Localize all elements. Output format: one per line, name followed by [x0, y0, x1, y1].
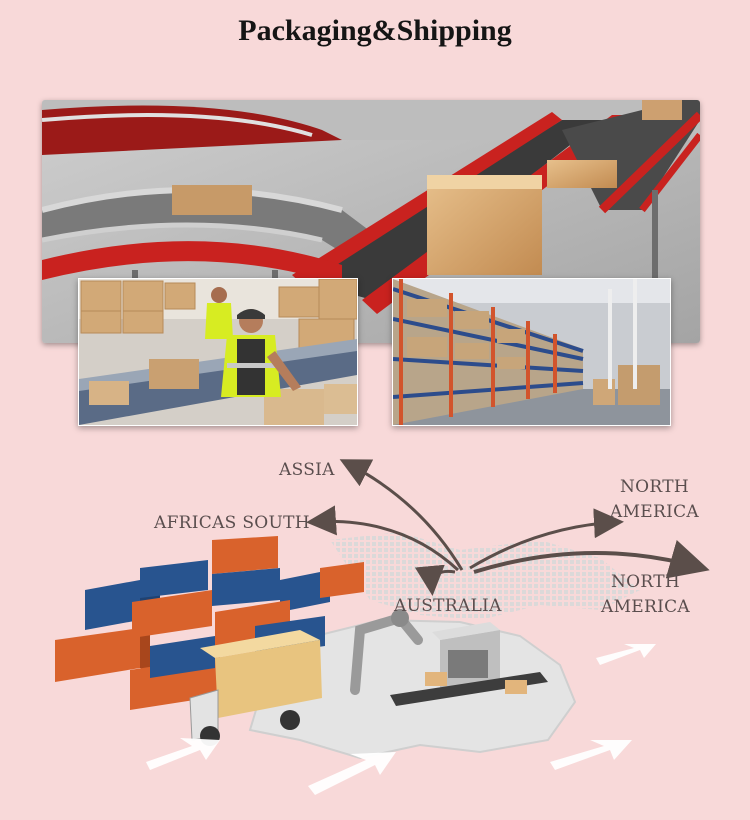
page-title: Packaging&Shipping: [238, 14, 512, 47]
region-label-line: NORTH: [611, 572, 680, 592]
worker-photo: [78, 278, 358, 426]
region-label-line: NORTH: [620, 477, 689, 497]
direction-arrows: [146, 644, 656, 795]
region-label-assia: ASSIA: [279, 460, 335, 480]
region-label-australia: AUSTRALIA: [394, 596, 502, 616]
region-label-line: AMERICA: [610, 502, 699, 522]
shipping-illustration: ASSIA AFRICAS SOUTH NORTH AMERICA NORTH …: [0, 440, 750, 820]
robot-arm: [350, 612, 423, 695]
region-label-north-america-2: NORTH AMERICA: [601, 570, 690, 620]
warehouse-shelves-photo: [392, 278, 671, 426]
route-arrow-north-america-1: [469, 508, 624, 570]
shipping-containers: [55, 536, 364, 710]
route-arrow-north-america-2: [473, 539, 710, 579]
route-arrow-australia: [414, 564, 456, 596]
region-label-line: AMERICA: [601, 597, 690, 617]
route-arrow-assia: [339, 459, 464, 571]
region-label-north-america-1: NORTH AMERICA: [610, 475, 699, 525]
factory-machine: [390, 622, 548, 706]
conveyor-photo: [42, 100, 700, 343]
delivery-truck: [189, 630, 322, 746]
route-arrow-africa: [306, 505, 460, 572]
region-label-africas-south: AFRICAS SOUTH: [154, 513, 310, 533]
